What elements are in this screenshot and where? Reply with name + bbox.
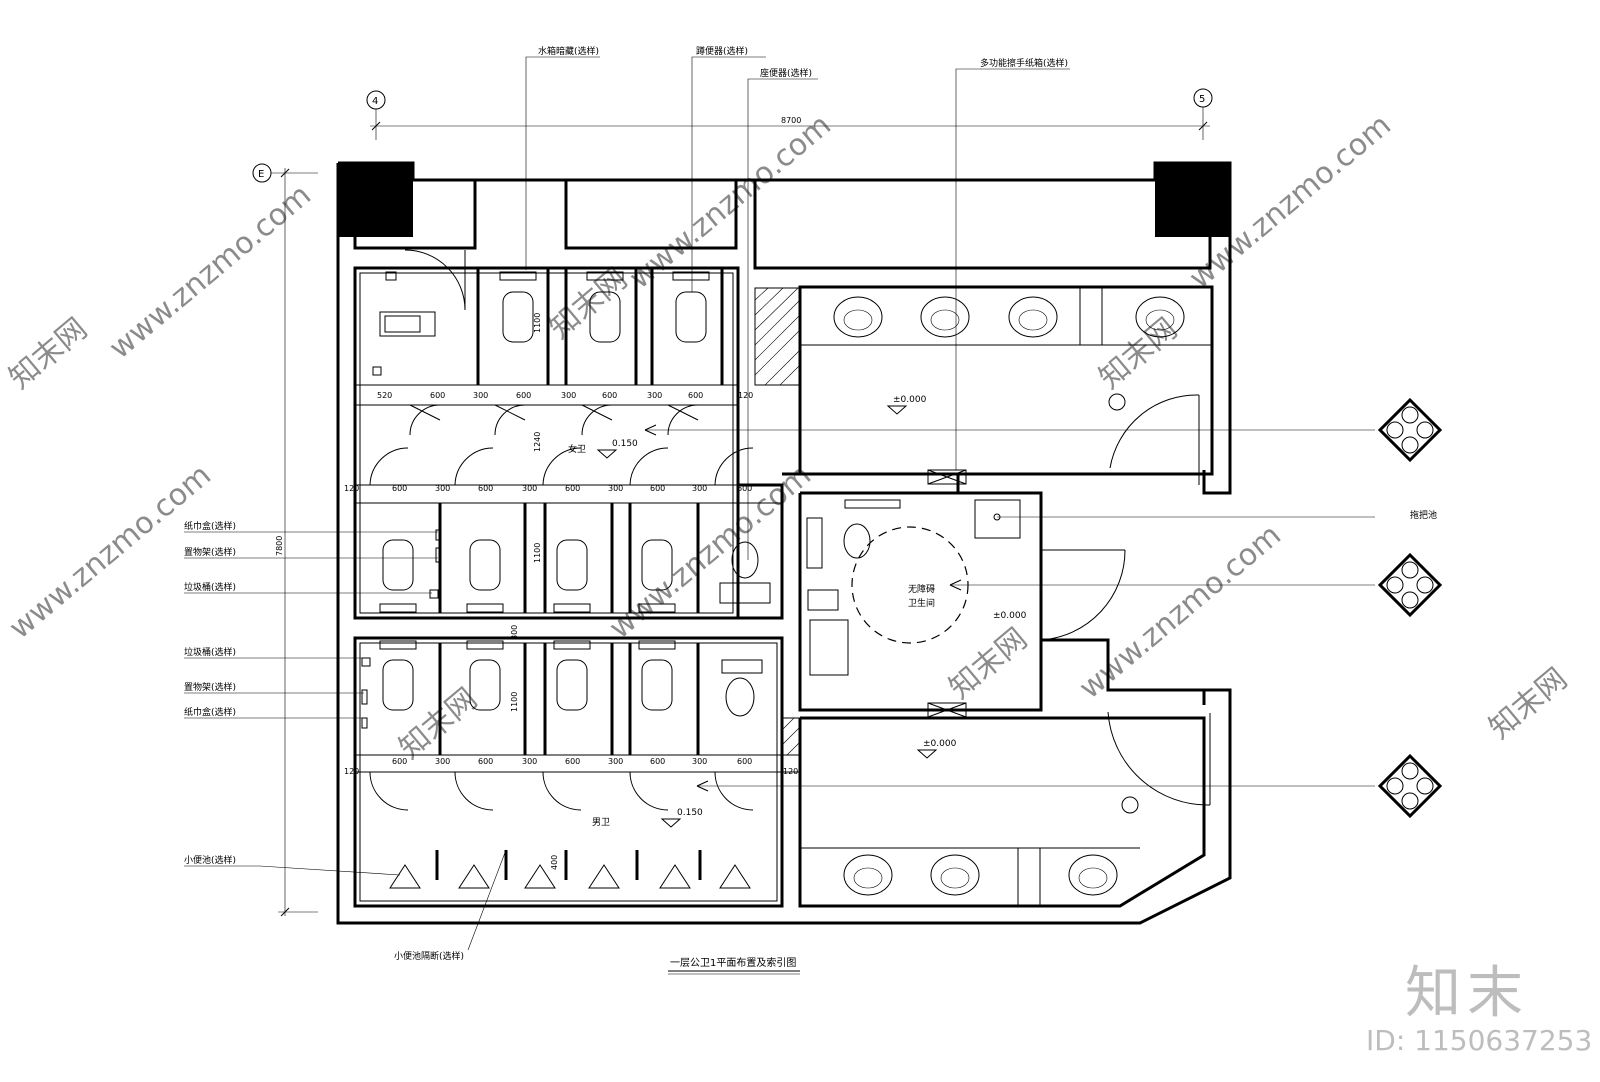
drawing-title: 一层公卫1平面布置及索引图 <box>670 956 796 969</box>
room-label-male: 男卫 <box>592 817 610 828</box>
index-symbols <box>1108 393 1443 819</box>
callout-urinal-partition: 小便池隔断(选样) <box>394 950 464 962</box>
dim-overall-width: 8700 <box>781 116 801 125</box>
accessible-toilet: 无障碍 卫生间 ±0.000 <box>782 472 1375 718</box>
male-wash-area: ±0.000 <box>798 711 1211 908</box>
room-label-accessible-2: 卫生间 <box>908 597 935 609</box>
dim-600-h: 600 <box>650 484 665 493</box>
watermark-text-6: www.znzmo.com <box>1073 518 1288 707</box>
dim-300-f: 300 <box>608 484 623 493</box>
axis-label-5: 5 <box>1199 94 1205 105</box>
room-label-accessible-1: 无障碍 <box>908 583 935 595</box>
dim-600-g: 600 <box>565 484 580 493</box>
callout-shelf-1: 置物架(选样) <box>184 546 236 558</box>
dim-300-c: 300 <box>647 391 662 400</box>
callout-trash-2: 垃圾桶(选样) <box>184 646 236 658</box>
dim-1100-a: 1100 <box>533 313 542 333</box>
dim-600-f: 600 <box>478 484 493 493</box>
callout-trash-1: 垃圾桶(选样) <box>184 581 236 593</box>
dim-600-i: 600 <box>737 484 752 493</box>
level-female: 0.150 <box>612 439 638 449</box>
dim-600-m: 600 <box>650 757 665 766</box>
dim-600-a: 600 <box>430 391 445 400</box>
room-label-female: 女卫 <box>568 443 586 455</box>
callout-squat: 蹲便器(选样) <box>696 45 748 57</box>
dim-1100-c: 1100 <box>510 692 519 712</box>
callout-mop: 拖把池 <box>1410 509 1437 521</box>
image-id-watermark: ID: 1150637253 <box>1366 1024 1593 1057</box>
dim-800: 800 <box>510 625 519 640</box>
dim-600-l: 600 <box>565 757 580 766</box>
callout-leaders: 水箱暗藏(选样) 蹲便器(选样) 座便器(选样) 多功能擦手纸箱(选样) 拖把池… <box>184 45 1437 962</box>
dim-400: 400 <box>550 855 559 870</box>
dim-300-k: 300 <box>692 757 707 766</box>
callout-multi: 多功能擦手纸箱(选样) <box>980 57 1068 69</box>
dim-300-j: 300 <box>608 757 623 766</box>
dim-1100-b: 1100 <box>533 543 542 563</box>
level-male: 0.150 <box>677 808 703 818</box>
dim-600-b: 600 <box>516 391 531 400</box>
female-wash-area: ±0.000 <box>798 285 1214 485</box>
dim-300-h: 300 <box>435 757 450 766</box>
female-toilet-room: 520 600 300 600 300 600 300 600 120 120 … <box>344 249 1375 620</box>
level-accessible: ±0.000 <box>993 611 1027 621</box>
dim-300-a: 300 <box>473 391 488 400</box>
dim-1240: 1240 <box>533 432 542 452</box>
dim-520: 520 <box>377 391 392 400</box>
watermark-brand-5: 知末网 <box>943 621 1034 706</box>
watermark-brand-1: 知末网 <box>3 311 94 396</box>
dim-600-e: 600 <box>392 484 407 493</box>
dim-600-j: 600 <box>392 757 407 766</box>
dim-120-a: 120 <box>738 391 753 400</box>
dim-120-d: 120 <box>783 767 798 776</box>
axis-label-4: 4 <box>372 96 378 107</box>
brand-logo-watermark: 知末 <box>1405 961 1529 1026</box>
watermark-text-1: www.znzmo.com <box>103 178 318 367</box>
dim-300-e: 300 <box>522 484 537 493</box>
male-toilet-room: 120 600 300 600 300 600 300 600 300 600 … <box>344 625 1375 908</box>
dim-600-d: 600 <box>688 391 703 400</box>
callout-tissue-2: 纸巾盒(选样) <box>184 706 236 718</box>
dim-120-c: 120 <box>344 767 359 776</box>
dim-600-n: 600 <box>737 757 752 766</box>
axis-label-e: E <box>258 169 264 180</box>
callout-tank: 水箱暗藏(选样) <box>538 45 599 57</box>
callout-seat: 座便器(选样) <box>760 67 812 79</box>
dim-600-k: 600 <box>478 757 493 766</box>
dim-300-d: 300 <box>435 484 450 493</box>
level-male-wash: ±0.000 <box>923 739 957 749</box>
dim-300-g: 300 <box>692 484 707 493</box>
dim-600-c: 600 <box>602 391 617 400</box>
callout-tissue-1: 纸巾盒(选样) <box>184 520 236 532</box>
outer-walls <box>336 161 1232 925</box>
watermark-brand-6: 知末网 <box>1483 661 1574 746</box>
column-right <box>1155 163 1230 237</box>
callout-shelf-2: 置物架(选样) <box>184 681 236 693</box>
watermark-layer: www.znzmo.com www.znzmo.com www.znzmo.co… <box>3 108 1574 767</box>
dim-overall-height: 7800 <box>275 536 284 556</box>
callout-urinal: 小便池(选样) <box>184 854 236 866</box>
watermark-brand-4: 知末网 <box>393 681 484 766</box>
level-female-wash: ±0.000 <box>893 395 927 405</box>
dim-120-b: 120 <box>344 484 359 493</box>
urinal-row <box>389 850 751 889</box>
dim-300-b: 300 <box>561 391 576 400</box>
column-left <box>338 163 413 237</box>
dim-300-i: 300 <box>522 757 537 766</box>
watermark-brand-3: 知末网 <box>1093 311 1184 396</box>
axis-grid: 4 5 E 8700 7800 <box>252 88 1213 917</box>
